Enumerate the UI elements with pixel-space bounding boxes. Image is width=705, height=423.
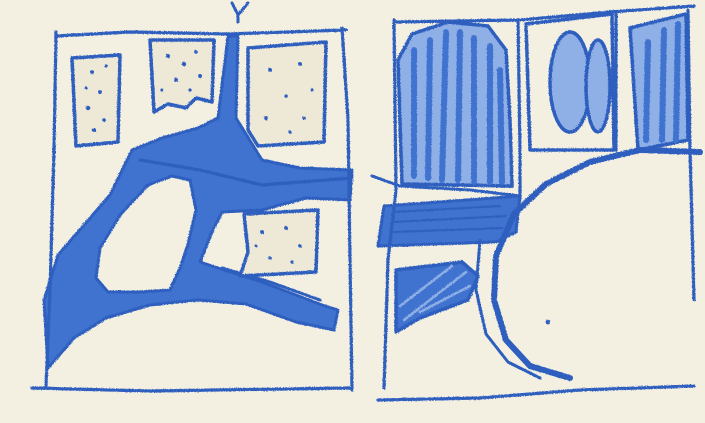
right-oval-hatching: [550, 32, 610, 132]
right-oval-2: [586, 40, 610, 132]
right-arch-hatching: [414, 32, 502, 182]
left-block-4: [240, 210, 318, 276]
left-block-2: [150, 40, 214, 112]
right-dot: [546, 320, 551, 325]
left-block-1: [72, 55, 120, 146]
right-oval-1: [550, 32, 590, 132]
left-block-3: [248, 42, 326, 146]
